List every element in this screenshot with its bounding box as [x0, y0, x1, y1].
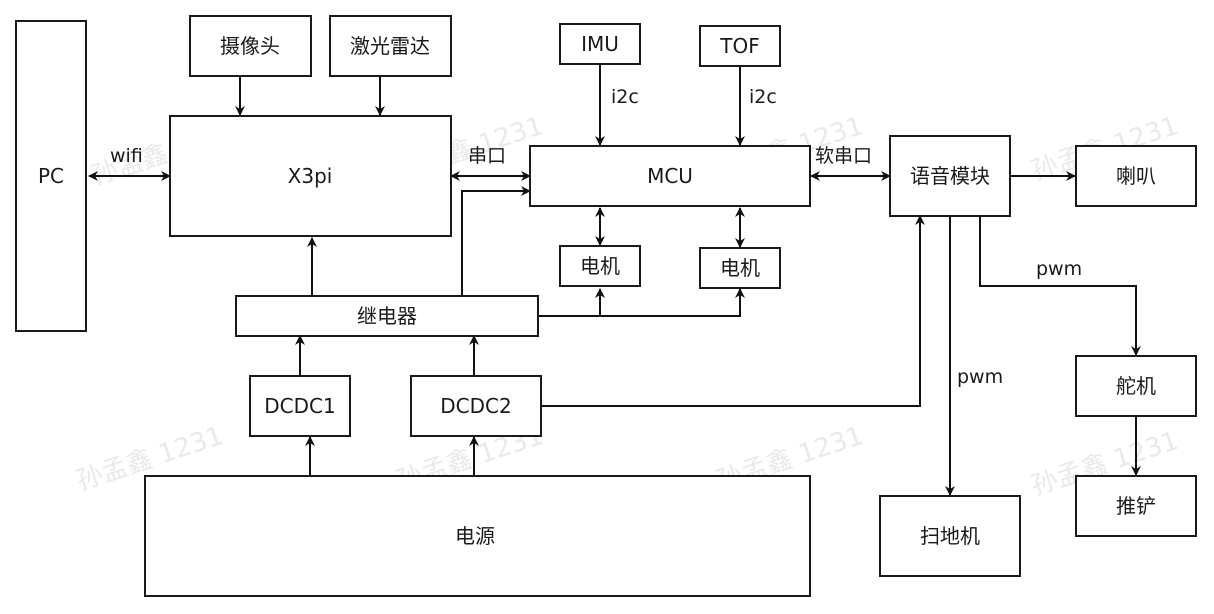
node-sweeper-label: 扫地机: [920, 524, 980, 548]
node-dcdc2-label: DCDC2: [440, 394, 511, 418]
node-dcdc1[interactable]: DCDC1: [249, 375, 351, 437]
node-power[interactable]: 电源: [144, 475, 811, 597]
node-speaker[interactable]: 喇叭: [1075, 145, 1197, 207]
node-servo[interactable]: 舵机: [1075, 355, 1197, 417]
node-mcu[interactable]: MCU: [529, 145, 811, 207]
edge-voice-servo: [979, 216, 1141, 356]
edge-label-soft-uart: 软串口: [815, 145, 872, 167]
nodes: PC 摄像头 激光雷达 X3pi IMU TOF MCU 电机: [15, 15, 1197, 597]
node-power-label: 电源: [455, 524, 495, 548]
node-pc[interactable]: PC: [15, 20, 87, 332]
node-dcdc2[interactable]: DCDC2: [410, 375, 542, 437]
node-lidar-label: 激光雷达: [350, 34, 430, 58]
node-camera-label: 摄像头: [220, 34, 280, 58]
node-sweeper[interactable]: 扫地机: [879, 495, 1021, 577]
node-imu-label: IMU: [581, 32, 619, 56]
node-voice-module-label: 语音模块: [910, 164, 990, 188]
edge-label-uart: 串口: [468, 145, 506, 167]
edge-label-pwm-sweeper: pwm: [957, 366, 1003, 388]
edge-dcdc2-voice: [541, 215, 925, 407]
node-tof[interactable]: TOF: [699, 25, 781, 67]
node-camera[interactable]: 摄像头: [189, 15, 312, 77]
edge-relay-motor-left: [538, 288, 605, 317]
node-x3pi-label: X3pi: [288, 164, 333, 188]
node-pusher[interactable]: 推铲: [1075, 475, 1197, 537]
edge-relay-motor-right: [600, 288, 745, 317]
node-motor-left-label: 电机: [580, 254, 620, 278]
edge-label-pwm-servo: pwm: [1036, 258, 1082, 280]
node-pc-label: PC: [38, 164, 64, 188]
node-pusher-label: 推铲: [1116, 494, 1156, 518]
node-lidar[interactable]: 激光雷达: [329, 15, 452, 77]
node-motor-right-label: 电机: [720, 256, 760, 280]
node-voice-module[interactable]: 语音模块: [889, 135, 1011, 217]
node-dcdc1-label: DCDC1: [264, 394, 335, 418]
node-relay-label: 继电器: [357, 304, 417, 328]
node-tof-label: TOF: [719, 34, 759, 58]
node-motor-left[interactable]: 电机: [559, 245, 641, 287]
node-x3pi[interactable]: X3pi: [169, 115, 452, 237]
edge-labels: wifi i2c i2c 串口 软串口 pwm pwm: [110, 86, 1082, 388]
edge-relay-mcu: [461, 186, 531, 296]
edges: [88, 64, 1141, 496]
edge-label-tof-i2c: i2c: [749, 86, 777, 108]
node-servo-label: 舵机: [1116, 374, 1156, 398]
node-imu[interactable]: IMU: [559, 23, 641, 65]
node-motor-right[interactable]: 电机: [699, 247, 781, 289]
node-speaker-label: 喇叭: [1116, 164, 1156, 188]
edge-label-wifi: wifi: [110, 145, 143, 167]
node-relay[interactable]: 继电器: [235, 295, 539, 337]
node-mcu-label: MCU: [647, 164, 693, 188]
edge-label-imu-i2c: i2c: [611, 86, 639, 108]
